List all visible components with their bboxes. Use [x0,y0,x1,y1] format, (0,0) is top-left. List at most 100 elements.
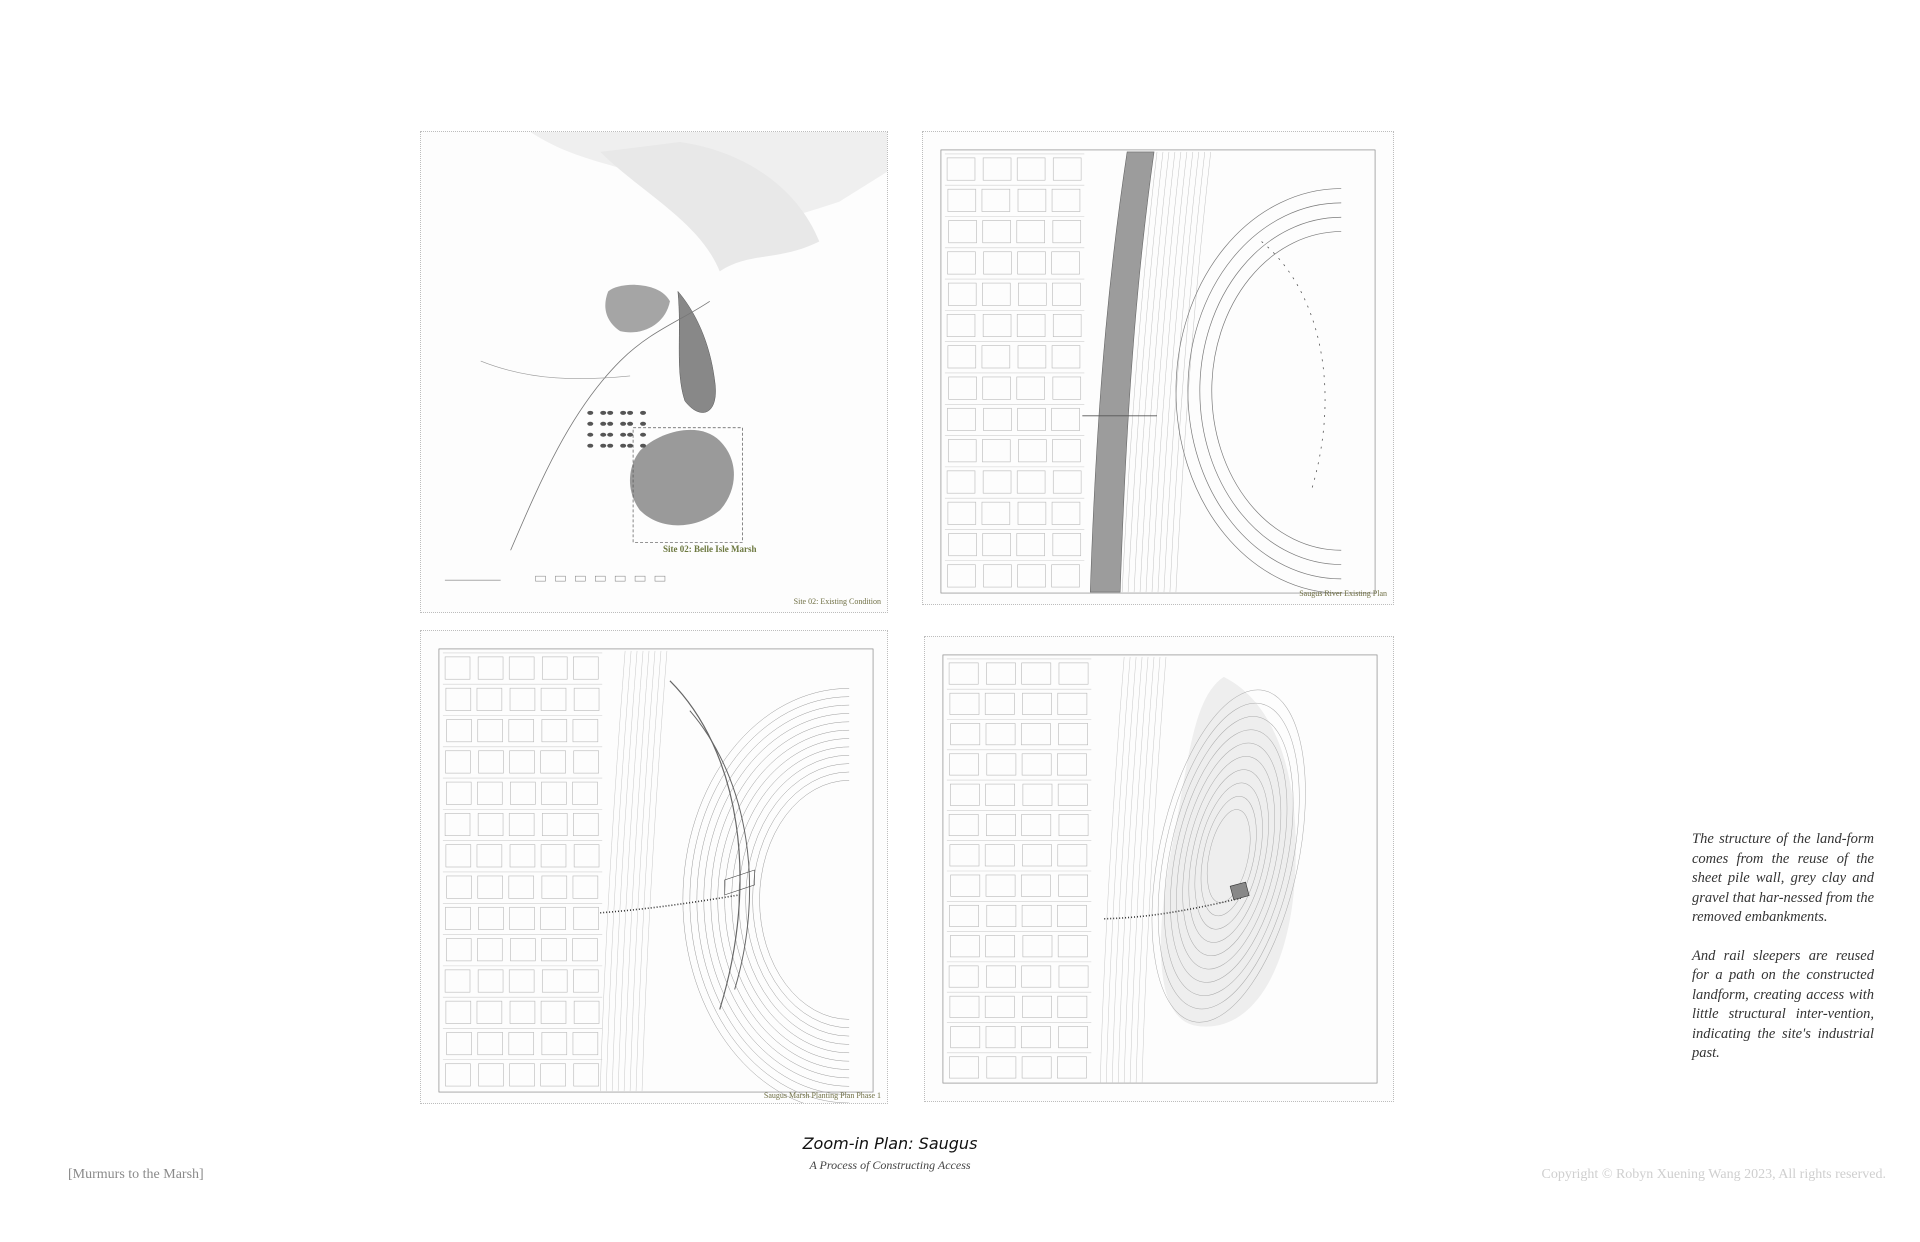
house-lot [947,564,976,588]
sheet-pile-wall [1261,241,1326,491]
house-lot [1057,995,1088,1018]
house-lot [946,470,976,494]
house-lot [572,875,599,899]
building-mark [587,432,594,437]
house-lot [1058,874,1089,897]
house-lot [947,407,976,431]
house-lot [477,969,504,993]
house-lot [948,662,979,685]
house-lot [985,874,1016,897]
contour-line [1169,151,1206,593]
house-lot [573,750,599,774]
house-lot [445,906,471,930]
house-lot [950,723,981,746]
building-mark [620,421,627,426]
landform-contour [1175,188,1342,594]
house-lot [572,1032,599,1056]
house-lot [948,533,977,557]
legend-key [535,575,546,582]
contour-line [623,650,650,1092]
house-lot [947,282,977,306]
contour-line [611,650,638,1092]
rail-embankment [1089,151,1155,593]
house-lot [950,874,981,897]
legend-key [614,575,626,582]
house-lot [946,157,976,181]
house-lot [949,1056,979,1079]
building-mark [600,443,607,448]
site-map-panel: Site 02: Belle Isle Marsh Site 02: Exist… [420,131,888,613]
building-mark [627,421,634,426]
contour-line [605,650,632,1092]
house-lot [508,656,535,680]
house-lot [1022,692,1052,715]
house-lot [573,906,599,930]
house-lot [1058,814,1089,837]
house-lot [509,1063,535,1087]
house-lot [1016,220,1045,244]
house-lot [509,906,535,930]
contour-line [1141,656,1167,1084]
building-mark [587,443,594,448]
house-lot [445,781,472,805]
contour-line [1175,151,1212,593]
building-mark [620,432,627,437]
building-mark [627,432,634,437]
house-lot [446,719,472,743]
house-lot [985,1026,1016,1049]
house-lot [541,1032,568,1056]
panel-corner-label: Saugus Marsh Planting Plan Phase 1 [763,1091,881,1100]
house-lot [1016,533,1045,557]
house-lot [508,813,535,837]
house-lot [573,1000,600,1024]
house-lot [477,813,504,837]
phase-one-plan-panel: Saugus Marsh Planting Plan Phase 1 [420,630,888,1104]
landform-contour [1151,689,1306,1023]
house-lot [949,753,979,776]
house-lot [1058,662,1089,685]
house-lot [1058,1026,1089,1049]
house-lot [949,692,980,715]
contour-line [1117,656,1143,1084]
house-lot [986,965,1016,988]
house-lot [982,533,1011,557]
house-lot [573,969,599,993]
landform-contour [759,780,850,1020]
house-lot [982,376,1011,400]
house-lot [541,719,568,743]
building-mark [607,421,614,426]
contour-line [1111,656,1137,1084]
house-lot [983,407,1012,431]
house-lot [949,995,980,1018]
house-lot [1057,783,1088,806]
house-lot [573,844,600,868]
description-text: The structure of the land-form comes fro… [1692,830,1874,1083]
landform-contour [1164,716,1294,996]
building-mark [607,432,614,437]
building-mark [620,410,627,415]
house-lot [1018,282,1047,306]
building-mark [640,421,647,426]
phase-two-plan-drawing [942,654,1378,1084]
house-lot [508,969,535,993]
landform-contour [1199,216,1342,565]
house-lot [984,995,1015,1018]
building-mark [587,410,594,415]
house-lot [981,501,1011,525]
building-mark [627,443,634,448]
house-lot [1021,1056,1052,1079]
house-lot [1052,470,1082,494]
house-lot [540,750,566,774]
building-mark [627,410,634,415]
house-lot [1052,439,1081,463]
contour-line [1157,151,1194,593]
contour-line [1121,151,1158,593]
plan-frame [942,654,1378,1084]
landform-contour [738,755,850,1045]
house-lot [445,1063,471,1087]
house-lot [1051,501,1081,525]
house-lot [573,687,600,711]
house-lot [509,687,536,711]
house-lot [1016,470,1046,494]
landform-contour [1200,795,1257,917]
